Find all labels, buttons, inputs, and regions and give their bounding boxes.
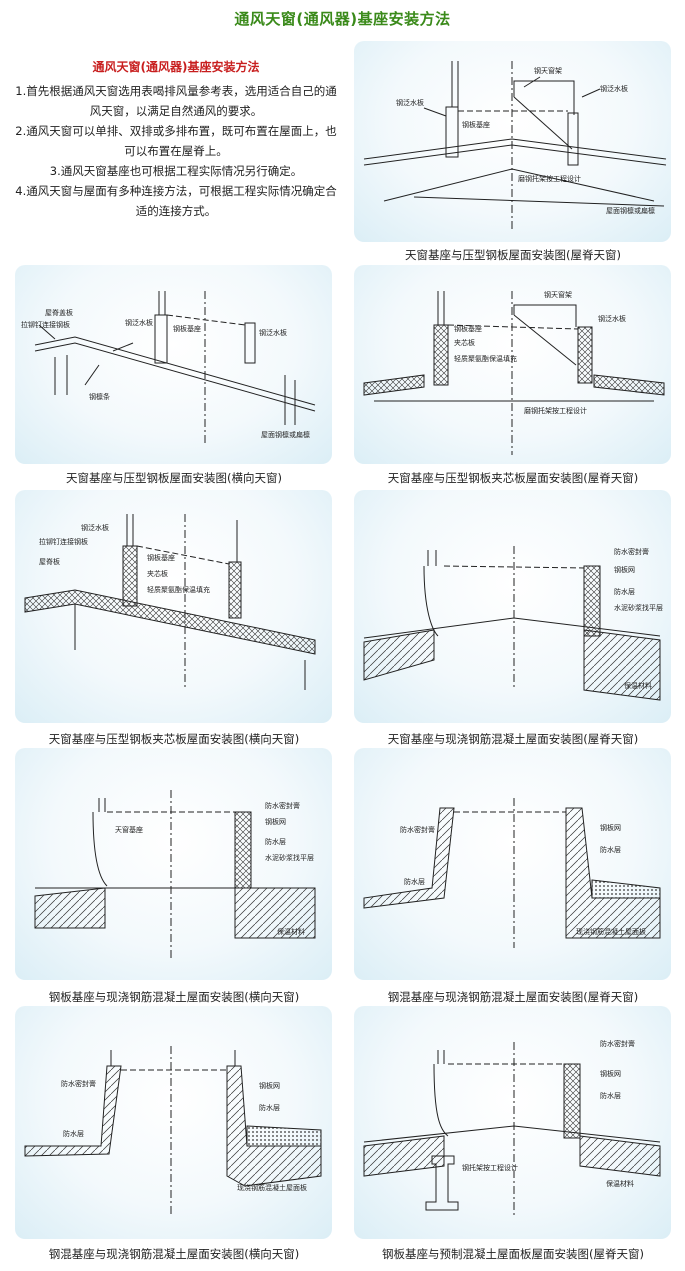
- figure-label: 防水层: [259, 1103, 280, 1112]
- figure-drawing: 钢天窗架 钢泛水板 钢板基座 夹芯板 轻质聚氨酯保温填充 磨钢托架按工程设计: [363, 290, 665, 455]
- figure-label: 钢泛水板: [598, 314, 626, 323]
- figure-panel-ridge-steel-concrete: 防水密封膏 钢板网 防水层 防水层 现浇钢筋混凝土屋面板: [354, 748, 671, 980]
- figure-caption: 钢板基座与现浇钢筋混凝土屋面安装图(横向天窗): [48, 990, 300, 1004]
- figure-label: 现浇钢筋混凝土屋面板: [576, 927, 646, 936]
- figure-panel-transverse-steel-concrete: 天窗基座 防水密封膏 钢板网 防水层 水泥砂浆找平层 保温材料: [15, 748, 332, 980]
- figure-label: 保温材料: [277, 927, 305, 936]
- figure-caption: 天窗基座与压型钢板夹芯板屋面安装图(横向天窗): [48, 732, 300, 746]
- figure-label: 钢板网: [259, 1081, 280, 1090]
- figure-panel-ridge-steel: 钢天窗架 钢泛水板 钢板基座 钢泛水板 磨钢托架按工程设计 屋面钢檩或扁檩: [354, 41, 671, 242]
- figure-drawing: 防水密封膏 钢板网 防水层 水泥砂浆找平层 保温材料: [363, 546, 663, 701]
- figure-label: 防水层: [265, 837, 286, 846]
- intro-line: 风天窗，以满足自然通风的要求。: [89, 104, 263, 118]
- figure-label: 屋面钢檩或扁檩: [261, 430, 310, 439]
- figure-caption: 钢混基座与现浇钢筋混凝土屋面安装图(横向天窗): [48, 1247, 300, 1261]
- figure-label: 拉铆钉连接钢板: [39, 537, 88, 546]
- figure-caption: 钢混基座与现浇钢筋混凝土屋面安装图(屋脊天窗): [387, 990, 639, 1004]
- figure-label: 钢泛水板: [259, 328, 287, 337]
- figure-label: 夹芯板: [454, 338, 475, 347]
- intro-title: 通风天窗(通风器)基座安装方法: [92, 60, 260, 74]
- figure-label: 防水密封膏: [600, 1039, 635, 1048]
- figure-label: 保温材料: [606, 1179, 634, 1188]
- figure-label: 屋面钢檩或扁檩: [606, 206, 655, 215]
- figure-panel-transverse-steel: 屋脊盖板 拉铆钉连接钢板 钢泛水板 钢板基座 钢泛水板 钢檩条 屋面钢檩或扁檩: [15, 265, 332, 464]
- figure-label: 防水密封膏: [61, 1079, 96, 1088]
- figure-drawing: 防水密封膏 钢板网 防水层 钢托架按工程设计 保温材料: [363, 1039, 661, 1216]
- figure-drawing: 防水密封膏 钢板网 防水层 防水层 现浇钢筋混凝土屋面板: [24, 1046, 322, 1216]
- figure-label: 轻质聚氨酯保温填充: [147, 585, 210, 594]
- figure-panel-ridge-concrete: 防水密封膏 钢板网 防水层 水泥砂浆找平层 保温材料: [354, 490, 671, 723]
- intro-line: 1.首先根据通风天窗选用表喝排风量参考表，选用适合自己的通: [15, 84, 337, 98]
- figure-label: 屋脊盖板: [45, 308, 73, 317]
- figure-drawing: 防水密封膏 钢板网 防水层 防水层 现浇钢筋混凝土屋面板: [363, 798, 661, 948]
- figure-label: 钢天窗架: [544, 290, 572, 299]
- figure-label: 夹芯板: [147, 569, 168, 578]
- page-title: 通风天窗(通风器)基座安装方法: [234, 10, 451, 28]
- figure-label: 钢板基座: [173, 324, 201, 333]
- figure-drawing: 钢天窗架 钢泛水板 钢板基座 钢泛水板 磨钢托架按工程设计 屋面钢檩或扁檩: [363, 61, 667, 231]
- figure-label: 防水密封膏: [400, 825, 435, 834]
- figure-label: 防水层: [600, 845, 621, 854]
- figure-label: 钢板网: [614, 565, 635, 574]
- figure-label: 轻质聚氨酯保温填充: [454, 354, 517, 363]
- figure-label: 钢板基座: [462, 120, 490, 129]
- figure-caption: 天窗基座与压型钢板屋面安装图(屋脊天窗): [405, 248, 621, 262]
- figure-label: 保温材料: [624, 681, 652, 690]
- figure-label: 防水密封膏: [265, 801, 300, 810]
- figure-label: 钢板网: [600, 823, 621, 832]
- intro-list: 1.首先根据通风天窗选用表喝排风量参考表，选用适合自己的通 风天窗，以满足自然通…: [6, 81, 346, 221]
- figure-label: 屋脊板: [39, 557, 60, 566]
- figure-label: 防水层: [614, 587, 635, 596]
- figure-panel-ridge-sandwich: 钢天窗架 钢泛水板 钢板基座 夹芯板 轻质聚氨酯保温填充 磨钢托架按工程设计: [354, 265, 671, 464]
- figure-label: 天窗基座: [115, 825, 143, 834]
- figure-label: 钢托架按工程设计: [462, 1163, 518, 1172]
- figure-label: 磨钢托架按工程设计: [518, 174, 581, 183]
- figure-label: 现浇钢筋混凝土屋面板: [237, 1183, 307, 1192]
- figure-caption: 天窗基座与现浇钢筋混凝土屋面安装图(屋脊天窗): [387, 732, 639, 746]
- figure-label: 磨钢托架按工程设计: [524, 406, 587, 415]
- figure-label: 防水层: [600, 1091, 621, 1100]
- figure-label: 钢板网: [265, 817, 286, 826]
- figure-caption: 钢板基座与预制混凝土屋面板屋面安装图(屋脊天窗): [382, 1247, 644, 1261]
- figure-label: 防水层: [404, 877, 425, 886]
- figure-label: 水泥砂浆找平层: [265, 853, 314, 862]
- intro-section: 通风天窗(通风器)基座安装方法 1.首先根据通风天窗选用表喝排风量参考表，选用适…: [6, 58, 346, 221]
- figure-label: 防水密封膏: [614, 547, 649, 556]
- figure-label: 拉铆钉连接钢板: [21, 320, 70, 329]
- intro-line: 2.通风天窗可以单排、双排或多排布置，既可布置在屋面上，也: [15, 124, 337, 138]
- figure-label: 钢板基座: [454, 324, 482, 333]
- figure-label: 防水层: [63, 1129, 84, 1138]
- figure-label: 钢泛水板: [396, 98, 424, 107]
- figure-label: 钢板基座: [147, 553, 175, 562]
- figure-label: 钢泛水板: [125, 318, 153, 327]
- figure-panel-ridge-precast: 防水密封膏 钢板网 防水层 钢托架按工程设计 保温材料: [354, 1006, 671, 1239]
- intro-line: 适的连接方式。: [135, 204, 217, 218]
- figure-panel-transverse-sandwich: 拉铆钉连接钢板 钢泛水板 屋脊板 钢板基座 夹芯板 轻质聚氨酯保温填充: [15, 490, 332, 723]
- figure-label: 水泥砂浆找平层: [614, 603, 663, 612]
- figure-label: 钢板网: [600, 1069, 621, 1078]
- figure-label: 钢檩条: [89, 392, 110, 401]
- figure-panel-transverse-steel-concrete-base: 防水密封膏 钢板网 防水层 防水层 现浇钢筋混凝土屋面板: [15, 1006, 332, 1239]
- figure-drawing: 天窗基座 防水密封膏 钢板网 防水层 水泥砂浆找平层 保温材料: [34, 790, 316, 958]
- intro-line: 3.通风天窗基座也可根据工程实际情况另行确定。: [49, 164, 303, 178]
- figure-label: 钢泛水板: [81, 523, 109, 532]
- figure-label: 钢泛水板: [600, 84, 628, 93]
- intro-line: 可以布置在屋脊上。: [124, 144, 228, 158]
- figure-drawing: 屋脊盖板 拉铆钉连接钢板 钢泛水板 钢板基座 钢泛水板 钢檩条 屋面钢檩或扁檩: [21, 291, 316, 445]
- figure-drawing: 拉铆钉连接钢板 钢泛水板 屋脊板 钢板基座 夹芯板 轻质聚氨酯保温填充: [24, 514, 316, 690]
- figure-caption: 天窗基座与压型钢板屋面安装图(横向天窗): [66, 471, 282, 485]
- intro-line: 4.通风天窗与屋面有多种连接方法，可根据工程实际情况确定合: [15, 184, 337, 198]
- figure-label: 钢天窗架: [534, 66, 562, 75]
- figure-caption: 天窗基座与压型钢板夹芯板屋面安装图(屋脊天窗): [387, 471, 639, 485]
